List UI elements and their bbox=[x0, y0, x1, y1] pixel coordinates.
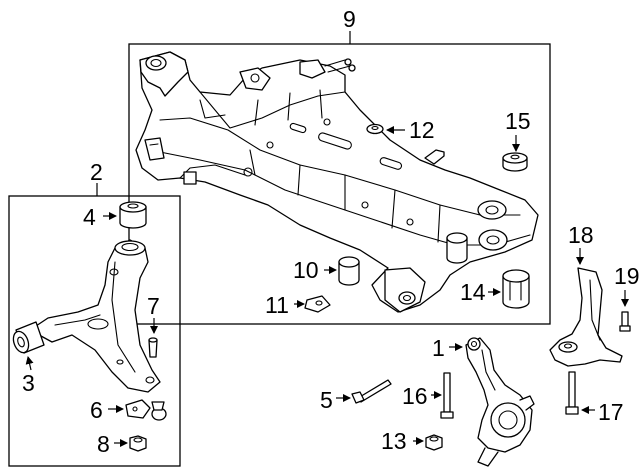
part-19-bolt bbox=[619, 311, 631, 332]
callout-4: 4 bbox=[83, 204, 96, 230]
part-16-bolt bbox=[440, 372, 454, 419]
callout-10: 10 bbox=[293, 257, 319, 283]
callout-7: 7 bbox=[147, 293, 160, 319]
callout-13: 13 bbox=[381, 428, 407, 454]
callout-16: 16 bbox=[402, 383, 428, 409]
part-17-bolt bbox=[565, 371, 579, 415]
part-12-washer bbox=[366, 123, 384, 135]
part-4-bushing bbox=[119, 201, 147, 229]
callout-5: 5 bbox=[320, 387, 333, 413]
callout-15: 15 bbox=[505, 108, 531, 134]
callout-12: 12 bbox=[409, 117, 435, 143]
callout-19: 19 bbox=[614, 263, 640, 289]
lower-control-arm-drawing bbox=[12, 239, 161, 393]
part-1-knuckle bbox=[465, 337, 535, 467]
callout-9: 9 bbox=[343, 6, 356, 32]
callout-17: 17 bbox=[598, 399, 624, 425]
part-13-nut bbox=[425, 434, 443, 451]
part-15-bushing bbox=[502, 152, 528, 172]
lower-arm-group-box bbox=[8, 195, 181, 467]
part-10-insulator bbox=[338, 256, 360, 286]
callout-6: 6 bbox=[90, 397, 103, 423]
callout-8: 8 bbox=[97, 431, 110, 457]
part-18-bracket bbox=[549, 267, 623, 367]
crossmember-drawing bbox=[135, 51, 539, 313]
callout-3: 3 bbox=[22, 370, 35, 396]
part-5-bolt bbox=[351, 379, 392, 404]
callout-18: 18 bbox=[568, 222, 594, 248]
callout-11: 11 bbox=[265, 292, 289, 318]
part-7-bolt bbox=[148, 337, 158, 358]
crossmember-group-box bbox=[128, 43, 551, 325]
callout-3-leader bbox=[25, 356, 34, 371]
callout-1: 1 bbox=[432, 335, 445, 361]
part-6-ball-joint bbox=[125, 399, 167, 421]
callout-14: 14 bbox=[460, 279, 486, 305]
part-8-nut bbox=[129, 435, 147, 452]
callout-2: 2 bbox=[90, 159, 103, 185]
part-14-bushing bbox=[502, 269, 530, 309]
part-11-plate bbox=[304, 295, 331, 313]
